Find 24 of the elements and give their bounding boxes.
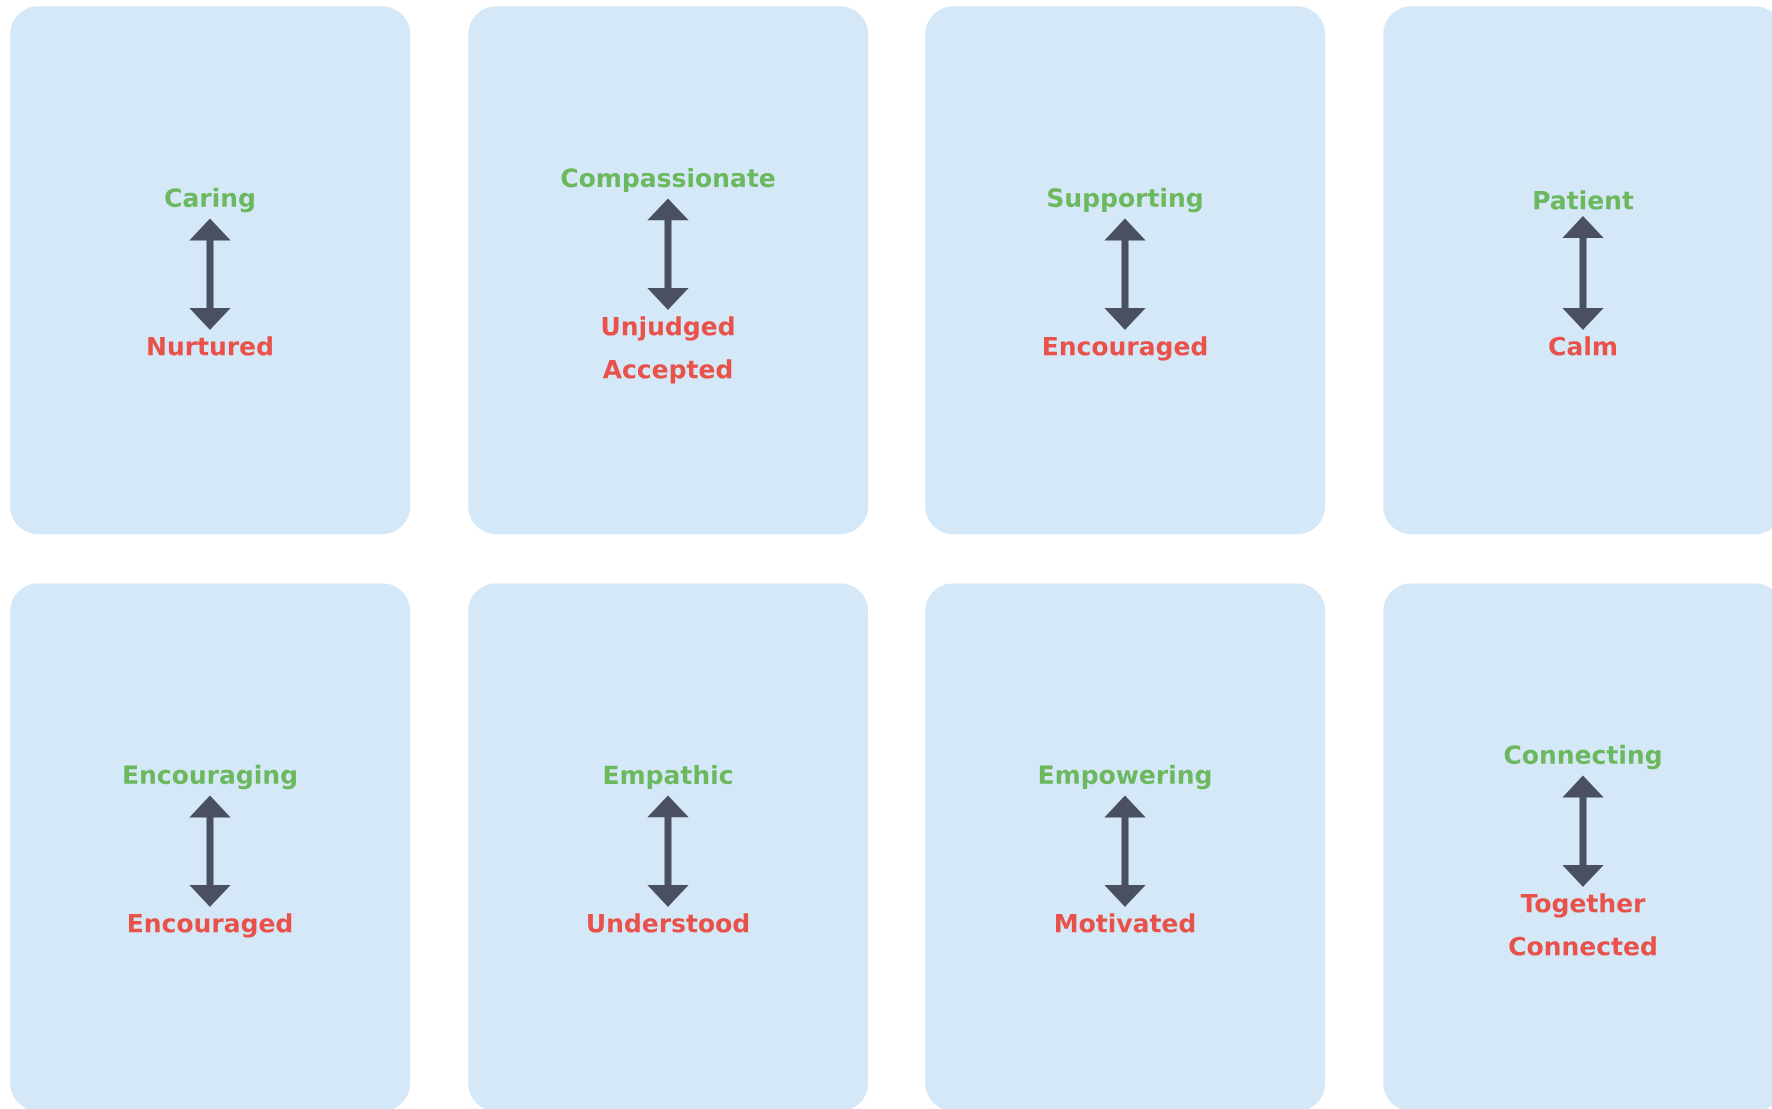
top-word: Supporting [1048, 187, 1202, 213]
bottom-word: Unjudged Accepted [602, 316, 734, 384]
card [10, 583, 411, 1109]
bottom-word: Encouraged [129, 913, 292, 938]
top-word: Caring [165, 187, 254, 213]
card [1383, 6, 1772, 535]
top-word: Connecting [1504, 744, 1661, 770]
bottom-word: Nurtured [148, 336, 272, 356]
bottom-word: Motivated [1056, 913, 1195, 933]
card [468, 583, 869, 1109]
bottom-word: Together Connected [1509, 893, 1656, 956]
card [925, 583, 1326, 1109]
card [1383, 583, 1772, 1109]
card [10, 6, 411, 535]
card [468, 6, 869, 535]
top-word: Empathic [604, 764, 732, 790]
top-word: Empowering [1039, 764, 1211, 790]
bottom-word: Calm [1549, 336, 1616, 356]
card [925, 6, 1326, 535]
bottom-word: Encouraged [1044, 336, 1207, 361]
top-word: Encouraging [124, 764, 296, 790]
top-word: Patient [1534, 190, 1634, 210]
bottom-word: Understood [588, 913, 749, 933]
top-word: Compassionate [561, 167, 775, 193]
